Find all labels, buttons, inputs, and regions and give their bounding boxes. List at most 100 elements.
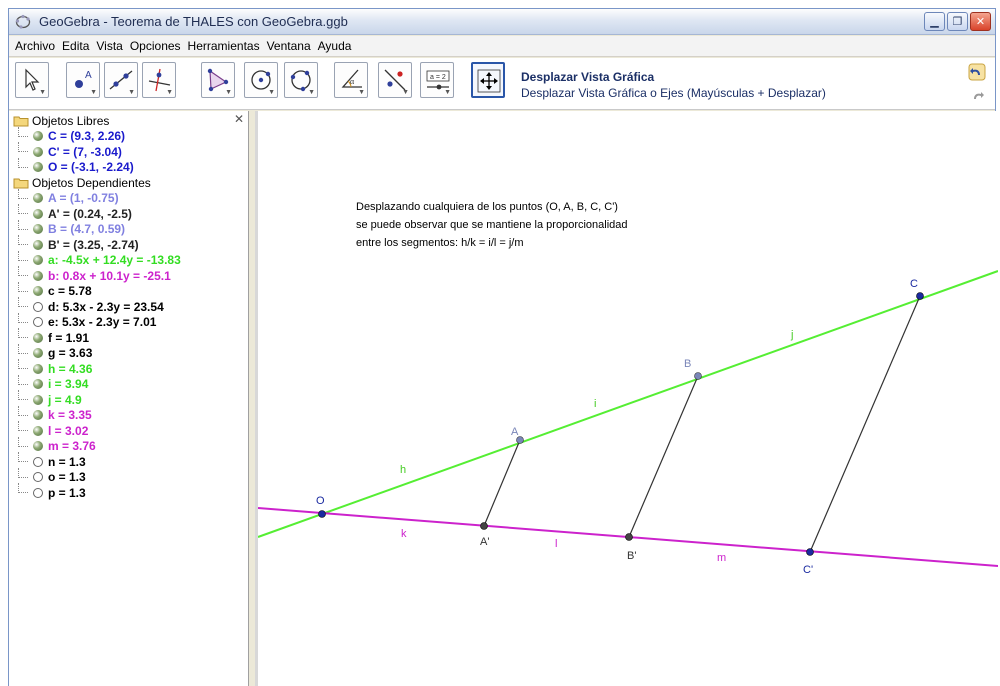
algebra-object-row[interactable]: a: -4.5x + 12.4y = -13.83 — [13, 250, 181, 269]
restore-icon: ❐ — [952, 16, 963, 28]
point-b-prime[interactable] — [625, 533, 633, 541]
algebra-object-row[interactable]: k = 3.35 — [13, 405, 181, 424]
algebra-object-text: n = 1.3 — [48, 454, 86, 469]
algebra-object-row[interactable]: O = (-3.1, -2.24) — [13, 157, 181, 176]
visibility-off-icon[interactable] — [33, 317, 43, 328]
visibility-on-icon[interactable] — [33, 255, 43, 266]
visibility-on-icon[interactable] — [33, 441, 43, 452]
point-tool-button[interactable]: A ▼ — [66, 62, 100, 98]
menu-vista[interactable]: Vista — [96, 39, 123, 53]
algebra-object-row[interactable]: B = (4.7, 0.59) — [13, 219, 181, 238]
algebra-object-row[interactable]: A' = (0.24, -2.5) — [13, 204, 181, 222]
menu-bar: Archivo Edita Vista Opciones Herramienta… — [9, 36, 995, 57]
algebra-object-row[interactable]: g = 3.63 — [13, 343, 181, 362]
menu-edita[interactable]: Edita — [62, 39, 90, 53]
segment-a-a-prime[interactable] — [483, 439, 521, 527]
visibility-on-icon[interactable] — [33, 410, 43, 421]
undo-button[interactable] — [967, 62, 987, 82]
visibility-on-icon[interactable] — [33, 239, 43, 250]
restore-button[interactable]: ❐ — [947, 12, 968, 31]
reflect-about-line-icon — [384, 69, 406, 91]
segment-c-c-prime[interactable] — [809, 295, 921, 553]
visibility-on-icon[interactable] — [33, 224, 43, 235]
move-tool-button[interactable]: ▼ — [15, 62, 49, 98]
point-icon: A — [75, 70, 92, 88]
label-b: B — [684, 358, 691, 370]
circle-three-points-tool-button[interactable]: ▼ — [284, 62, 318, 98]
algebra-object-row[interactable]: p = 1.3 — [13, 483, 181, 501]
visibility-on-icon[interactable] — [33, 394, 43, 405]
menu-ventana[interactable]: Ventana — [266, 39, 311, 53]
move-graphics-view-tool-button[interactable] — [471, 62, 505, 98]
slider-tool-button[interactable]: a = 2 ▼ — [420, 62, 454, 98]
algebra-object-row[interactable]: m = 3.76 — [13, 436, 181, 455]
visibility-off-icon[interactable] — [33, 456, 43, 467]
algebra-object-row[interactable]: o = 1.3 — [13, 467, 181, 486]
point-a-prime[interactable] — [480, 522, 488, 530]
visibility-on-icon[interactable] — [33, 208, 43, 219]
visibility-on-icon[interactable] — [33, 348, 43, 359]
visibility-off-icon[interactable] — [33, 472, 43, 483]
tree-branch-line — [18, 266, 28, 276]
algebra-object-row[interactable]: i = 3.94 — [13, 374, 181, 393]
menu-opciones[interactable]: Opciones — [129, 39, 181, 53]
reflect-tool-button[interactable]: ▼ — [378, 62, 412, 98]
algebra-object-row[interactable]: A = (1, -0.75) — [13, 188, 181, 207]
minimize-button[interactable]: ▁ — [924, 12, 945, 31]
tree-branch-line — [18, 219, 28, 230]
circle-center-point-tool-button[interactable]: ▼ — [244, 62, 278, 98]
point-a[interactable] — [516, 436, 524, 444]
folder-free-objects[interactable]: Objetos Libres — [13, 113, 181, 129]
line-tool-button[interactable]: ▼ — [104, 62, 138, 98]
algebra-object-row[interactable]: l = 3.02 — [13, 421, 181, 439]
folder-dependent-label: Objetos Dependientes — [32, 175, 151, 190]
visibility-on-icon[interactable] — [33, 363, 43, 374]
visibility-off-icon[interactable] — [33, 301, 43, 312]
close-algebra-view-icon[interactable]: ✕ — [233, 112, 244, 126]
visibility-on-icon[interactable] — [33, 270, 43, 281]
menu-ayuda[interactable]: Ayuda — [317, 39, 352, 53]
graphics-view[interactable]: Desplazando cualquiera de los puntos (O,… — [255, 111, 998, 686]
visibility-on-icon[interactable] — [33, 379, 43, 390]
algebra-object-row[interactable]: c = 5.78 — [13, 281, 181, 300]
visibility-on-icon[interactable] — [33, 193, 43, 204]
segment-b-b-prime[interactable] — [628, 375, 699, 538]
algebra-object-row[interactable]: h = 4.36 — [13, 359, 181, 377]
algebra-object-row[interactable]: j = 4.9 — [13, 390, 181, 408]
algebra-object-row[interactable]: C = (9.3, 2.26) — [13, 126, 181, 145]
dropdown-triangle-icon: ▼ — [90, 89, 97, 96]
menu-archivo[interactable]: Archivo — [15, 39, 56, 53]
perpendicular-line-tool-button[interactable]: ▼ — [142, 62, 176, 98]
algebra-object-row[interactable]: b: 0.8x + 10.1y = -25.1 — [13, 266, 181, 284]
visibility-on-icon[interactable] — [33, 162, 43, 173]
construction-canvas[interactable]: h i j k l m O A B C A' B' C' — [258, 111, 998, 686]
tree-branch-line — [18, 343, 28, 354]
point-b[interactable] — [694, 372, 702, 380]
visibility-on-icon[interactable] — [33, 146, 43, 157]
point-o[interactable] — [318, 510, 326, 518]
polygon-tool-button[interactable]: ▼ — [201, 62, 235, 98]
algebra-object-row[interactable]: C' = (7, -3.04) — [13, 142, 181, 160]
visibility-on-icon[interactable] — [33, 332, 43, 343]
slider-tool-label: a = 2 — [430, 74, 446, 81]
algebra-object-row[interactable]: f = 1.91 — [13, 328, 181, 346]
visibility-on-icon[interactable] — [33, 286, 43, 297]
menu-herramientas[interactable]: Herramientas — [187, 39, 260, 53]
algebra-object-row[interactable]: d: 5.3x - 2.3y = 23.54 — [13, 297, 181, 315]
algebra-object-row[interactable]: e: 5.3x - 2.3y = 7.01 — [13, 312, 181, 331]
redo-button[interactable] — [967, 84, 987, 104]
line-a[interactable] — [258, 270, 998, 538]
algebra-object-row[interactable]: B' = (3.25, -2.74) — [13, 235, 181, 253]
visibility-on-icon[interactable] — [33, 425, 43, 436]
slider-icon: a = 2 — [426, 70, 450, 90]
close-button[interactable]: ✕ — [970, 12, 991, 31]
algebra-object-text: A' = (0.24, -2.5) — [48, 206, 132, 221]
circle-center-icon — [251, 70, 271, 90]
point-c-prime[interactable] — [806, 548, 814, 556]
angle-tool-button[interactable]: α ▼ — [334, 62, 368, 98]
folder-dependent-objects[interactable]: Objetos Dependientes — [13, 175, 181, 191]
visibility-on-icon[interactable] — [33, 131, 43, 142]
point-c[interactable] — [916, 292, 924, 300]
algebra-object-row[interactable]: n = 1.3 — [13, 452, 181, 470]
visibility-off-icon[interactable] — [33, 487, 43, 498]
